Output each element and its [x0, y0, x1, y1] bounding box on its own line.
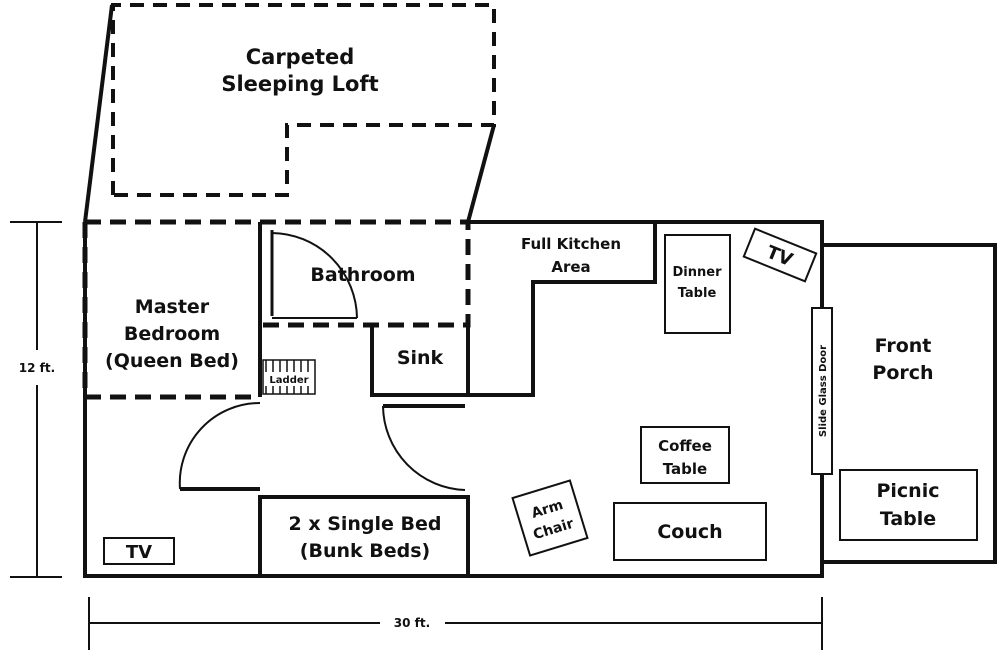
- ladder-label: Ladder: [269, 375, 308, 386]
- slide-door-label: Slide Glass Door: [818, 345, 829, 437]
- width-dimension: [88, 597, 823, 650]
- kitchen-label-line1: Full Kitchen: [521, 235, 621, 253]
- bunk-beds-line2: (Bunk Beds): [300, 540, 430, 562]
- loft-label-line1: Carpeted: [246, 45, 355, 69]
- sink-label: Sink: [397, 347, 444, 369]
- bathroom-door-swing: [271, 232, 358, 319]
- master-bedroom-line1: Master: [135, 296, 210, 318]
- master-bedroom-line3: (Queen Bed): [105, 350, 239, 372]
- couch: [613, 502, 767, 561]
- picnic-table-line2: Table: [880, 508, 936, 530]
- kitchen-label-line2: Area: [551, 258, 590, 276]
- dinner-table: [664, 234, 731, 334]
- arm-chair: Arm Chair: [511, 479, 589, 557]
- loft-right-slant: [466, 124, 496, 223]
- loft-left-slant: [83, 4, 114, 223]
- height-label: 12 ft.: [19, 361, 55, 375]
- picnic-table-line1: Picnic: [876, 480, 939, 502]
- bunk-beds: [258, 495, 470, 578]
- coffee-table-line1: Coffee: [658, 437, 712, 455]
- bunk-room-door-swing: [178, 401, 261, 490]
- kitchen-counter: [466, 222, 657, 397]
- coffee-table: [640, 426, 730, 484]
- ladder-label-bg: [265, 372, 313, 386]
- arm-chair-line1: Arm: [530, 497, 566, 522]
- porch-label-line1: Front: [875, 335, 932, 357]
- dinner-table-line1: Dinner: [673, 265, 723, 280]
- cabin-outer-wall: [83, 220, 824, 578]
- tv-top: TV: [742, 227, 818, 283]
- sleeping-loft: [111, 3, 496, 197]
- bathroom-label: Bathroom: [310, 264, 415, 286]
- master-bedroom-line2: Bedroom: [124, 323, 220, 345]
- slide-glass-door: [811, 307, 833, 475]
- living-door-swing: [382, 405, 466, 491]
- master-bedroom: [82, 219, 471, 400]
- tv-bottom: [103, 537, 175, 565]
- width-label: 30 ft.: [394, 616, 430, 630]
- bunk-beds-line1: 2 x Single Bed: [288, 513, 441, 535]
- dinner-table-line2: Table: [678, 286, 717, 301]
- coffee-table-line2: Table: [663, 460, 707, 478]
- porch-label-line2: Porch: [872, 362, 933, 384]
- height-dimension: [10, 221, 62, 578]
- loft-label-line2: Sleeping Loft: [221, 72, 378, 96]
- tv-bottom-label: TV: [126, 542, 152, 563]
- front-porch: [822, 243, 997, 564]
- picnic-table: [839, 469, 978, 541]
- couch-label: Couch: [657, 521, 722, 543]
